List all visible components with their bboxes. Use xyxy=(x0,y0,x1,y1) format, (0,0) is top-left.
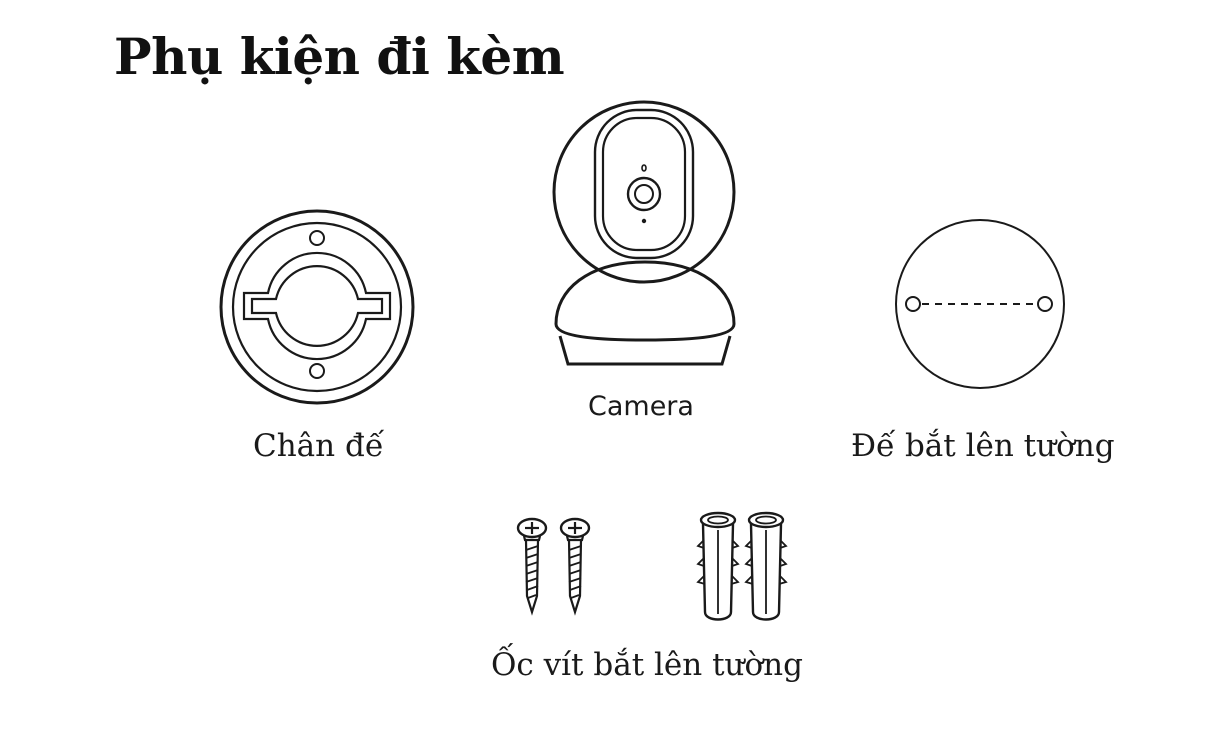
camera-caption: Camera xyxy=(588,391,694,422)
screw-icon xyxy=(559,517,591,616)
screw-icon xyxy=(516,517,548,616)
wall-mount-caption: Đế bắt lên tường xyxy=(851,428,1115,464)
page-title: Phụ kiện đi kèm xyxy=(114,27,565,86)
base-mount-icon xyxy=(219,209,415,405)
screws-caption: Ốc vít bắt lên tường xyxy=(491,647,803,683)
wall-mount-icon xyxy=(895,219,1065,389)
base-mount-caption: Chân đế xyxy=(253,428,384,464)
camera-icon xyxy=(552,100,736,366)
wall-anchor-icon xyxy=(696,511,740,621)
screw-and-anchor-icon xyxy=(516,511,788,621)
wall-anchor-icon xyxy=(744,511,788,621)
